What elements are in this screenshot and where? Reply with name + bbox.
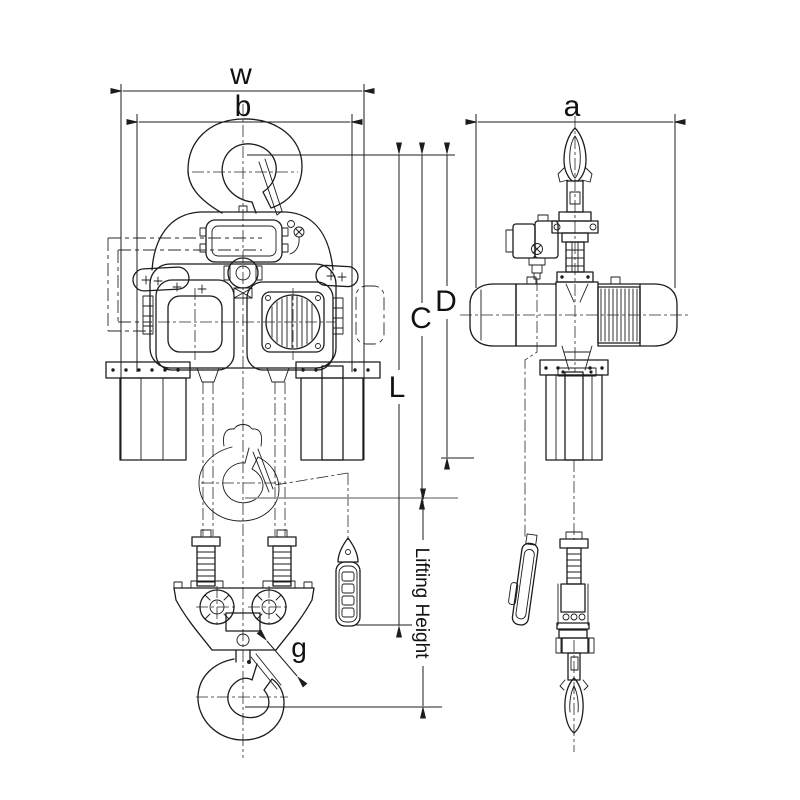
dim-label-g: g xyxy=(291,632,307,663)
dim-label-D: D xyxy=(435,285,457,318)
bottom-hook-side xyxy=(556,460,594,752)
chain-anchor-left xyxy=(192,530,220,586)
chain-container-left xyxy=(106,362,190,460)
dim-label-lifting-height: Lifting Height xyxy=(411,548,432,660)
hoist-body-side xyxy=(460,277,690,376)
gear-cap-side xyxy=(470,284,516,346)
chain-anchor-right xyxy=(268,530,296,586)
pendant-cable-side xyxy=(525,279,537,537)
front-view xyxy=(106,104,384,758)
suspension-housing-front xyxy=(152,206,333,298)
top-hook-front xyxy=(188,119,302,215)
dimension-lifting-height: Lifting Height xyxy=(411,488,432,719)
motor-fan-front xyxy=(247,282,333,370)
dim-label-w: w xyxy=(229,58,252,91)
chain-falls xyxy=(203,104,285,758)
dim-label-C: C xyxy=(410,302,432,335)
dim-label-a: a xyxy=(564,90,581,123)
dimensions: w b a L C D xyxy=(110,58,686,719)
dimension-D: D xyxy=(435,142,457,470)
top-hook-side xyxy=(558,116,592,372)
cable-clamp-detail xyxy=(288,221,305,255)
pin-boss-left xyxy=(196,586,238,628)
side-view xyxy=(460,116,690,752)
pendant-button xyxy=(342,608,354,617)
pendant-cable xyxy=(275,473,348,540)
gear-cover-front xyxy=(156,280,234,370)
chain-container-right xyxy=(296,362,380,460)
suspension-arm-left xyxy=(132,267,189,292)
bumper-right xyxy=(333,298,343,334)
dimension-w: w xyxy=(110,58,375,460)
hoist-body-front xyxy=(132,264,358,382)
bottom-hook-front xyxy=(196,654,288,740)
suspension-crosshead-side xyxy=(552,212,598,282)
chain-guide-tower xyxy=(556,282,598,376)
pendant-button xyxy=(342,572,354,581)
dimension-L: L xyxy=(389,142,406,638)
pendant-control-front xyxy=(275,473,360,626)
bottom-hook-raised-phantom xyxy=(199,425,281,522)
dim-label-b: b xyxy=(235,90,252,123)
bottom-hook-block xyxy=(174,581,314,662)
dimension-b: b xyxy=(126,90,363,372)
dimension-g: g xyxy=(256,629,308,688)
pendant-control-side xyxy=(506,279,540,626)
pin-boss-right xyxy=(248,586,290,628)
dim-label-L: L xyxy=(389,371,406,404)
pendant-button xyxy=(342,596,354,605)
dimension-C: C xyxy=(410,142,432,510)
cable-gland xyxy=(529,258,545,265)
suspension-arm-right xyxy=(316,265,359,287)
pendant-button xyxy=(342,584,354,593)
limit-switch-box xyxy=(506,215,558,279)
phantom-outline xyxy=(108,238,384,344)
bumper-left xyxy=(143,296,153,334)
chain-container-side xyxy=(540,360,608,460)
dimension-a: a xyxy=(465,90,686,288)
